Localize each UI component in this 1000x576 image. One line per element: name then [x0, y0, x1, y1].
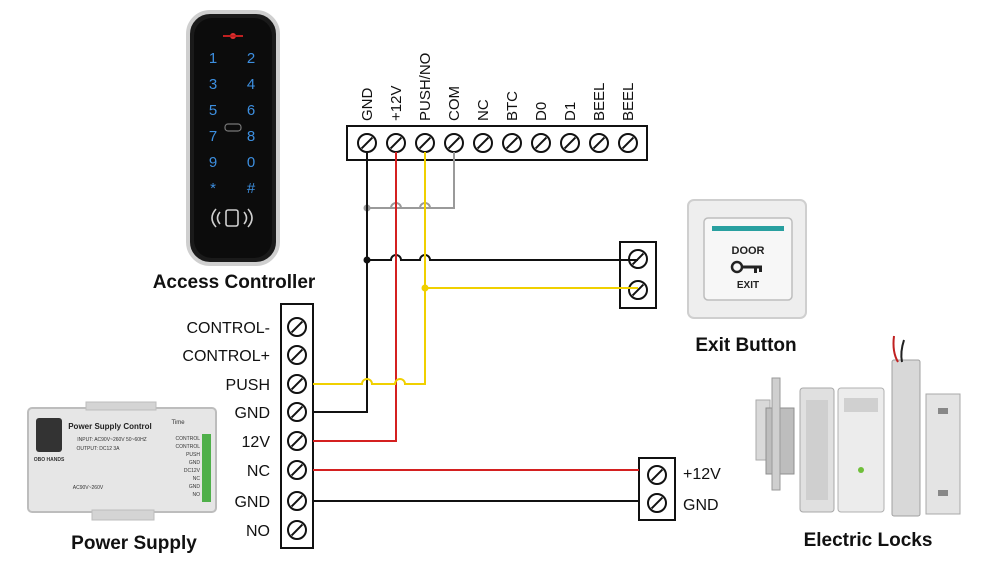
exit-button-device: DOOR EXIT [687, 199, 807, 319]
wire-12v [313, 152, 397, 442]
psu-terminal-label: NC [247, 463, 270, 480]
psu-terminal-screw [287, 402, 307, 422]
psu-small-terminal-label: GND [189, 484, 201, 490]
controller-terminal-screw [502, 133, 522, 153]
controller-terminal-screw [531, 133, 551, 153]
psu-small-terminal-label: NC [193, 476, 201, 482]
exit-terminal-block [619, 241, 657, 309]
key-icon [730, 260, 762, 274]
psu-time: Time [171, 420, 185, 426]
keypad: 1 2 3 4 5 6 7 8 9 0 * # [209, 50, 256, 197]
keypad-key: 9 [209, 154, 217, 171]
wire-exit-gnd [367, 254, 638, 261]
keypad-key: 6 [247, 102, 255, 119]
psu-terminal-screw [287, 491, 307, 511]
controller-terminal-label: +12V [388, 86, 405, 121]
exit-plate-exit: EXIT [737, 280, 759, 291]
controller-terminal-label: GND [359, 88, 376, 122]
access-controller-device: 1 2 3 4 5 6 7 8 9 0 * # [186, 10, 280, 266]
keypad-key: * [210, 180, 216, 197]
keypad-key: 5 [209, 102, 217, 119]
controller-terminal-screw [444, 133, 464, 153]
exit-terminal-screw [628, 280, 648, 300]
wire-com [367, 152, 455, 209]
psu-terminal-label: 12V [242, 434, 271, 451]
keypad-key: 0 [247, 154, 255, 171]
wire-push [313, 152, 426, 385]
controller-terminal-screw [618, 133, 638, 153]
exit-button-title: Exit Button [695, 335, 796, 356]
psu-terminal-label: GND [234, 494, 270, 511]
psu-small-terminal-label: DC12V [184, 468, 201, 474]
psu-terminal-screw [287, 374, 307, 394]
psu-terminal-label: CONTROL- [186, 320, 270, 337]
power-supply-device: OBO HANDS Power Supply Control INPUT: AC… [27, 401, 217, 521]
keypad-key: 7 [209, 128, 217, 145]
controller-terminal-label: COM [446, 86, 463, 121]
psu-terminal-label: CONTROL+ [182, 348, 270, 365]
psu-small-terminal-label: CONTROL [176, 436, 201, 442]
keypad-key: 1 [209, 50, 217, 67]
controller-terminal-label: BEEL [620, 83, 637, 121]
keypad-key: 8 [247, 128, 255, 145]
wire-junction [363, 256, 371, 264]
rfid-icon [211, 208, 253, 228]
card-slot [224, 123, 242, 132]
electric-locks-device [755, 335, 961, 517]
controller-terminal-label: D0 [533, 102, 550, 121]
exit-plate-door: DOOR [732, 245, 765, 257]
psu-small-terminal-label: NO [193, 492, 201, 498]
keypad-key: # [247, 180, 256, 197]
keypad-key: 4 [247, 76, 255, 93]
psu-terminal-screw [287, 345, 307, 365]
controller-terminal-screw [560, 133, 580, 153]
psu-label-output: OUTPUT: DC12 3A [76, 446, 120, 452]
controller-terminal-block [346, 125, 648, 161]
psu-small-terminal-label: PUSH [186, 452, 200, 458]
wires [313, 152, 639, 502]
wire-gnd [313, 152, 368, 413]
psu-small-terminal-label: GND [189, 460, 201, 466]
psu-terminal-label: PUSH [226, 377, 270, 394]
power-supply-title: Power Supply [71, 533, 197, 554]
electric-locks-title: Electric Locks [804, 530, 933, 551]
psu-terminal-screw [287, 520, 307, 540]
controller-terminal-screw [473, 133, 493, 153]
controller-terminal-label: NC [475, 99, 492, 121]
keypad-key: 2 [247, 50, 255, 67]
lock-terminal-block [638, 457, 676, 521]
psu-label-input: INPUT: AC90V~260V 50~60HZ [77, 437, 147, 443]
lock-terminal-screw [647, 465, 667, 485]
controller-terminal-screw [386, 133, 406, 153]
psu-label-title: Power Supply Control [68, 422, 152, 431]
controller-terminal-screw [589, 133, 609, 153]
access-controller-title: Access Controller [153, 272, 316, 293]
controller-terminal-label: PUSH/NO [417, 53, 434, 121]
controller-terminal-label: D1 [562, 102, 579, 121]
controller-terminal-label: BEEL [591, 83, 608, 121]
lock-terminal-label-gnd: GND [683, 497, 719, 514]
psu-terminal-block [280, 303, 314, 549]
psu-small-terminal-label: CONTROL [176, 444, 201, 450]
psu-brand: OBO HANDS [34, 457, 65, 463]
controller-terminal-label: BTC [504, 91, 521, 121]
lock-terminal-label-12v: +12V [683, 466, 721, 483]
psu-terminal-label: NO [246, 523, 270, 540]
lock-terminal-screw [647, 493, 667, 513]
keypad-key: 3 [209, 76, 217, 93]
controller-terminal-screw [357, 133, 377, 153]
psu-voltage-note: AC90V~260V [73, 485, 104, 491]
psu-terminal-screw [287, 431, 307, 451]
psu-terminal-screw [287, 460, 307, 480]
psu-terminal-screw [287, 317, 307, 337]
wire-junction [421, 284, 429, 292]
psu-terminal-label: GND [234, 405, 270, 422]
controller-terminal-screw [415, 133, 435, 153]
